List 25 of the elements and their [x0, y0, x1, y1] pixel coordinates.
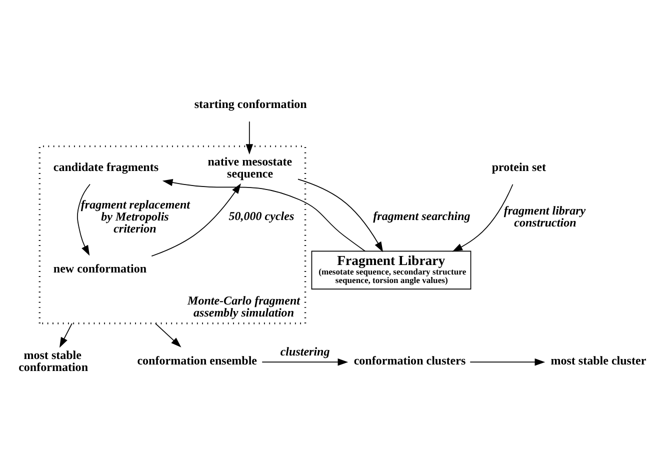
node-text: most stable cluster [550, 353, 646, 368]
node-text: conformation clusters [354, 353, 466, 368]
node-text: protein set [492, 160, 546, 174]
node-text: most stable conformation [18, 348, 88, 374]
node-box: Fragment Library (mesotate sequence, secondary structure sequence, torsion angle values) [311, 250, 472, 290]
arrow [298, 178, 384, 252]
edge-label: fragment searching [373, 208, 470, 223]
arrow [59, 322, 72, 348]
arrow [154, 322, 182, 348]
arrow [262, 358, 348, 366]
node-text: new conformation [53, 261, 147, 276]
node-text: native mesostate sequence [208, 154, 292, 180]
arrow [470, 358, 546, 366]
arrow [151, 183, 241, 256]
arrow [452, 184, 514, 252]
node-text: conformation ensemble [137, 353, 258, 368]
edge-label: 50,000 cycles [228, 208, 294, 223]
arrow [246, 121, 254, 154]
edge-label: clustering [280, 344, 330, 358]
arrow [77, 184, 90, 256]
arrow [162, 178, 366, 252]
node-text: starting conformation [194, 97, 307, 112]
edge-label: fragment library construction [504, 203, 586, 230]
edge-label: fragment replacement by Metropolis criterion [80, 197, 190, 236]
node-text: candidate fragments [53, 160, 159, 174]
